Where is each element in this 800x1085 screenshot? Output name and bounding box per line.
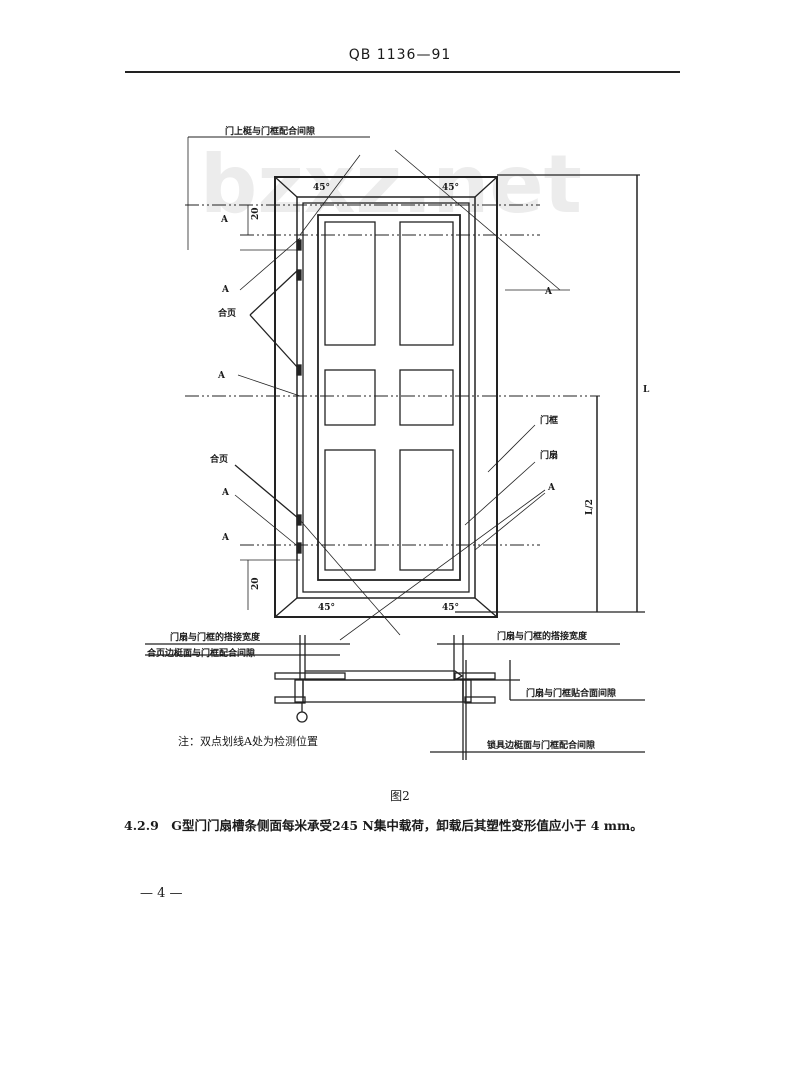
- header-rule: [125, 71, 680, 73]
- label-angle: 45°: [318, 603, 335, 613]
- label-a: A: [221, 533, 230, 543]
- label-hinge-gap: 合页边梃面与门框配合间隙: [147, 647, 255, 659]
- label-a: A: [544, 287, 553, 297]
- figure-caption: 图2: [390, 789, 410, 803]
- label-top-gap: 门上梃与门框配合间隙: [225, 125, 315, 137]
- label-a: A: [220, 215, 229, 225]
- label-dim-20: 20: [251, 207, 261, 220]
- label-angle: 45°: [313, 183, 330, 193]
- figure-note: 注：双点划线A处为检测位置: [178, 734, 318, 748]
- label-frame: 门框: [540, 414, 558, 426]
- label-a: A: [217, 371, 226, 381]
- label-dim-20: 20: [251, 577, 261, 590]
- label-overlap-right: 门扇与门框的搭接宽度: [497, 630, 588, 642]
- label-lock-gap: 锁具边梃面与门框配合间隙: [487, 739, 595, 751]
- standard-header: QB 1136—91: [348, 47, 452, 63]
- label-hinge: 合页: [218, 307, 236, 319]
- label-angle: 45°: [442, 603, 459, 613]
- clause-paragraph: 4.2.9 G型门门扇槽条侧面每米承受245 N集中载荷，卸载后其塑性变形值应小…: [124, 818, 643, 833]
- label-angle: 45°: [442, 183, 459, 193]
- page-number: — 4 —: [140, 886, 183, 901]
- label-half-length: L/2: [585, 499, 595, 515]
- label-contact-gap: 门扇与门框贴合面间隙: [526, 687, 616, 699]
- label-overlap-left: 门扇与门框的搭接宽度: [170, 631, 261, 643]
- label-hinge: 合页: [210, 453, 228, 465]
- label-length: L: [643, 385, 650, 395]
- label-a: A: [221, 285, 230, 295]
- label-a: A: [221, 488, 230, 498]
- label-leaf: 门扇: [540, 449, 558, 461]
- label-a: A: [547, 483, 556, 493]
